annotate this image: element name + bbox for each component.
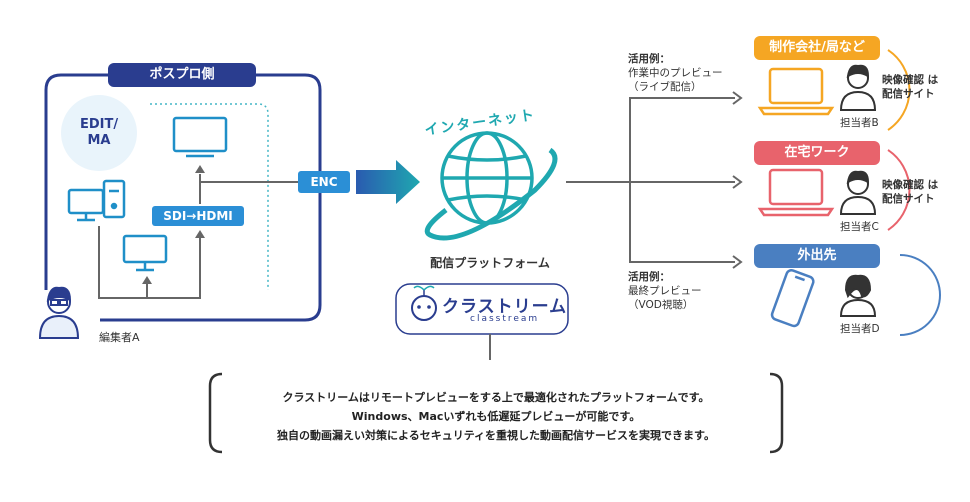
tab-remote-work: 在宅ワーク [754,141,880,165]
footer-text: クラストリームはリモートプレビューをする上で最適化されたプラットフォームです。 … [220,388,772,445]
footer-line1: クラストリームはリモートプレビューをする上で最適化されたプラットフォームです。 [282,391,710,404]
use-case-1-title: 活用例： [628,53,670,65]
logo-name: クラストリーム [442,297,568,317]
use-case-1-line2: （ライブ配信） [628,81,702,93]
tab-production-company: 制作会社/局など [754,36,880,60]
footer-line2: Windows、Macいずれも低遅延プレビューが可能です。 [351,410,641,423]
phone-d-icon [770,269,815,328]
pc-icon [67,179,126,222]
big-arrow [356,160,420,204]
note-c: 映像確認 は 配信サイト [882,178,938,206]
note-b-line1: 映像確認 は [882,74,939,86]
note-c-line1: 映像確認 は [882,179,939,191]
note-b: 映像確認 は 配信サイト [882,73,938,101]
edit-ma-line2: MA [87,133,111,148]
dotted-frame [150,103,269,290]
person-c-icon [839,170,877,215]
logo-sub: classtream [470,314,540,324]
person-d-label: 担当者D [840,323,880,335]
edit-ma-label: EDIT/ MA [68,117,130,149]
monitor-top-icon [172,116,228,158]
distribution-lines [566,97,735,263]
sdi-hdmi-label: SDI→HDMI [152,206,244,226]
use-case-2-title: 活用例： [628,271,670,283]
footer-line3: 独自の動画漏えい対策によるセキュリティを重視した動画配信サービスを実現できます。 [277,429,715,442]
monitor-bottom-icon [122,234,168,272]
laptop-b-icon [757,67,835,116]
mascot-icon [411,285,437,321]
edit-ma-circle [61,95,137,171]
editor-a-icon [38,286,80,339]
person-d-icon [839,274,877,317]
logo-box [395,283,569,335]
enc-label: ENC [298,171,350,193]
post-connections [98,168,296,299]
use-case-2: 活用例： 最終プレビュー （VOD視聴） [628,270,702,312]
laptop-c-icon [757,168,835,217]
person-c-label: 担当者C [840,221,879,233]
use-case-2-line1: 最終プレビュー [628,285,702,297]
use-case-1-line1: 作業中のプレビュー [628,67,723,79]
use-case-1: 活用例： 作業中のプレビュー （ライブ配信） [628,52,723,94]
editor-a-label: 編集者A [99,331,140,344]
use-case-2-line2: （VOD視聴） [628,299,694,311]
person-b-label: 担当者B [840,117,879,129]
post-production-title: ポスプロ側 [108,63,256,87]
edit-ma-line1: EDIT/ [79,117,119,132]
tab-outside: 外出先 [754,244,880,268]
platform-label: 配信プラットフォーム [430,256,550,270]
person-b-icon [839,64,877,111]
note-c-line2: 配信サイト [882,193,935,205]
note-b-line2: 配信サイト [882,88,935,100]
post-production-frame [44,73,322,322]
globe-icon [424,131,558,241]
